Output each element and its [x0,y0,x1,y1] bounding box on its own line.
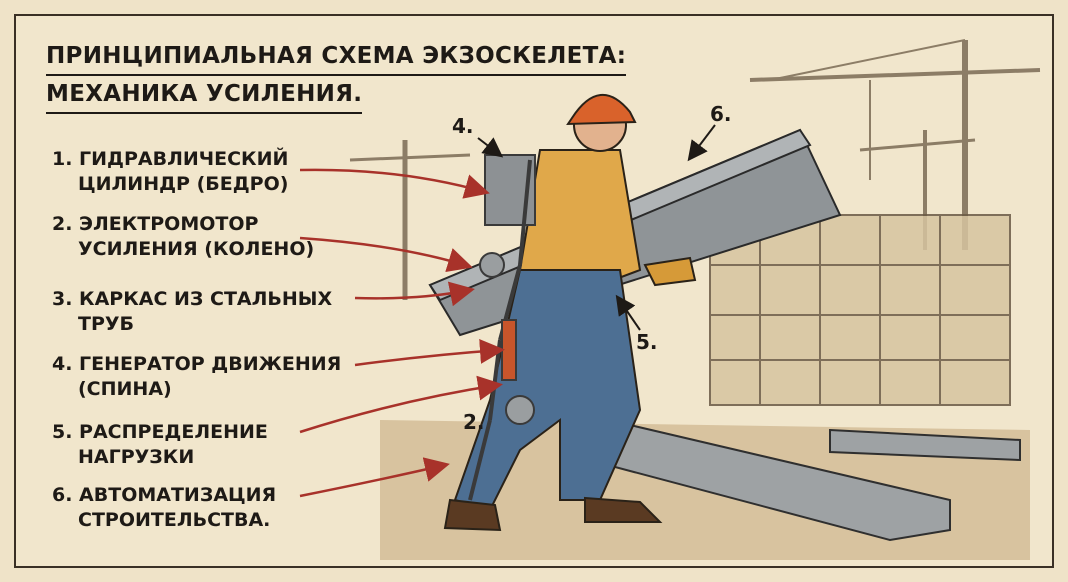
arrow-4 [354,338,505,367]
callout-5: 5. [636,330,658,354]
arrow-6 [299,457,450,498]
label-item-2: 2. ЭЛЕКТРОМОТОР УСИЛЕНИЯ (КОЛЕНО) [52,212,314,262]
callout-6: 6. [710,102,732,126]
worker-figure [443,94,697,532]
diagram-title: ПРИНЦИПИАЛЬНАЯ СХЕМА ЭКЗОСКЕЛЕТА: МЕХАНИ… [46,38,627,114]
label-item-4: 4. ГЕНЕРАТОР ДВИЖЕНИЯ (СПИНА) [52,352,341,402]
label-text: 2. ЭЛЕКТРОМОТОР [52,213,259,235]
label-text: 5. РАСПРЕДЕЛЕНИЕ [52,421,268,443]
label-text: ТРУБ [78,313,135,335]
arrow-1 [299,168,490,199]
arrow-2 [299,236,473,273]
label-text: (СПИНА) [78,378,172,400]
label-arrows [299,168,505,498]
label-text: ЦИЛИНДР (БЕДРО) [78,173,289,195]
label-item-5: 5. РАСПРЕДЕЛЕНИЕ НАГРУЗКИ [52,420,268,470]
label-text: 6. АВТОМАТИЗАЦИЯ [52,484,277,506]
label-text: УСИЛЕНИЯ (КОЛЕНО) [78,238,315,260]
arrow-3 [354,281,475,307]
exoskeleton-frame [468,154,536,501]
label-text: 4. ГЕНЕРАТОР ДВИЖЕНИЯ [52,353,342,375]
label-text: 1. ГИДРАВЛИЧЕСКИЙ [52,148,289,170]
arrow-5 [299,375,503,434]
building-scaffold [709,214,1011,406]
callout-2: 2. [463,410,485,434]
callout-4: 4. [452,114,474,138]
title-line-1: ПРИНЦИПИАЛЬНАЯ СХЕМА ЭКЗОСКЕЛЕТА: [46,38,627,76]
label-text: НАГРУЗКИ [78,446,195,468]
title-line-2: МЕХАНИКА УСИЛЕНИЯ. [46,76,363,114]
label-text: 3. КАРКАС ИЗ СТАЛЬНЫХ [52,288,333,310]
label-text: СТРОИТЕЛЬСТВА. [78,509,271,531]
label-item-6: 6. АВТОМАТИЗАЦИЯ СТРОИТЕЛЬСТВА. [52,483,276,533]
label-item-3: 3. КАРКАС ИЗ СТАЛЬНЫХ ТРУБ [52,287,332,337]
label-item-1: 1. ГИДРАВЛИЧЕСКИЙ ЦИЛИНДР (БЕДРО) [52,147,288,197]
callout-arrows [477,124,716,331]
